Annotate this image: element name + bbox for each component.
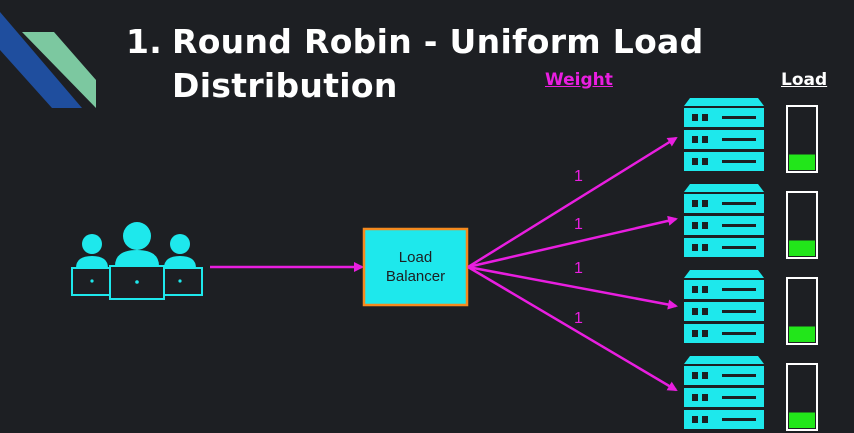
load-meter-fill <box>789 240 815 256</box>
title-number: 1. <box>126 22 163 61</box>
servers <box>684 98 764 429</box>
weight-label-3: 1 <box>574 260 583 277</box>
weight-label-1: 1 <box>574 168 583 185</box>
server-icon <box>684 270 764 343</box>
load-meter <box>786 363 818 431</box>
load-meter <box>786 105 818 173</box>
load-header: Load <box>781 70 828 90</box>
weight-label-2: 1 <box>574 216 583 233</box>
load-meter <box>786 277 818 345</box>
weight-header: Weight <box>545 70 613 90</box>
users-icon <box>71 222 203 300</box>
arrow-to-server-3 <box>467 265 678 310</box>
load-meters <box>786 105 818 431</box>
load-balancer-label-line-2: Balancer <box>385 268 446 285</box>
load-meter-fill <box>789 412 815 428</box>
server-icon <box>684 356 764 429</box>
slide-title: 1.Round Robin - Uniform Load Distributio… <box>126 20 704 108</box>
load-balancer-label-line-1: Load <box>398 249 433 266</box>
arrow-to-server-2 <box>467 215 678 269</box>
corner-decoration <box>0 12 96 108</box>
server-icon <box>684 98 764 171</box>
title-line-2: Distribution <box>172 66 398 105</box>
arrow-to-server-1 <box>467 136 678 269</box>
load-meter-fill <box>789 154 815 170</box>
server-icon <box>684 184 764 257</box>
load-meter <box>786 191 818 259</box>
load-meter-fill <box>789 326 815 342</box>
distribution-arrows <box>467 136 678 392</box>
weight-label-4: 1 <box>574 310 583 327</box>
load-balancer-label: Load Balancer <box>364 229 467 305</box>
title-line-1: Round Robin - Uniform Load <box>172 22 704 61</box>
arrow-to-server-4 <box>467 265 678 392</box>
load-balancer-box <box>362 227 469 307</box>
